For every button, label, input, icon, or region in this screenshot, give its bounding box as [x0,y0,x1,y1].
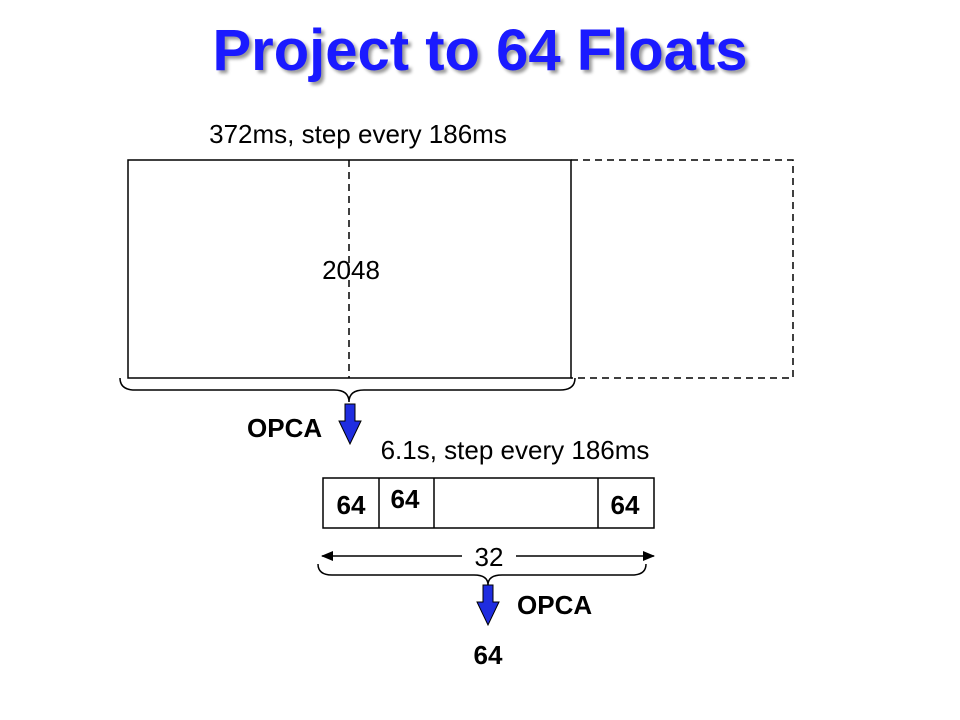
top-frame-dashed [571,159,794,379]
bottom-cell-2: 64 [391,484,420,514]
second-projection-arrow [476,584,500,627]
bottom-strip [322,477,655,529]
first-projection-label: OPCA [247,413,322,443]
bottom-cell-3: 64 [611,490,640,520]
first-projection-arrow [338,403,362,446]
top-window-value: 2048 [322,255,380,285]
slide-title: Project to 64 Floats [212,18,748,83]
top-window-caption: 372ms, step every 186ms [209,119,507,149]
bottom-cell-1: 64 [337,490,366,520]
output-value: 64 [474,640,503,670]
top-brace [119,377,576,403]
second-projection-label: OPCA [517,590,592,620]
bottom-window-caption: 6.1s, step every 186ms [381,435,650,465]
bottom-window-count: 32 [475,542,504,572]
